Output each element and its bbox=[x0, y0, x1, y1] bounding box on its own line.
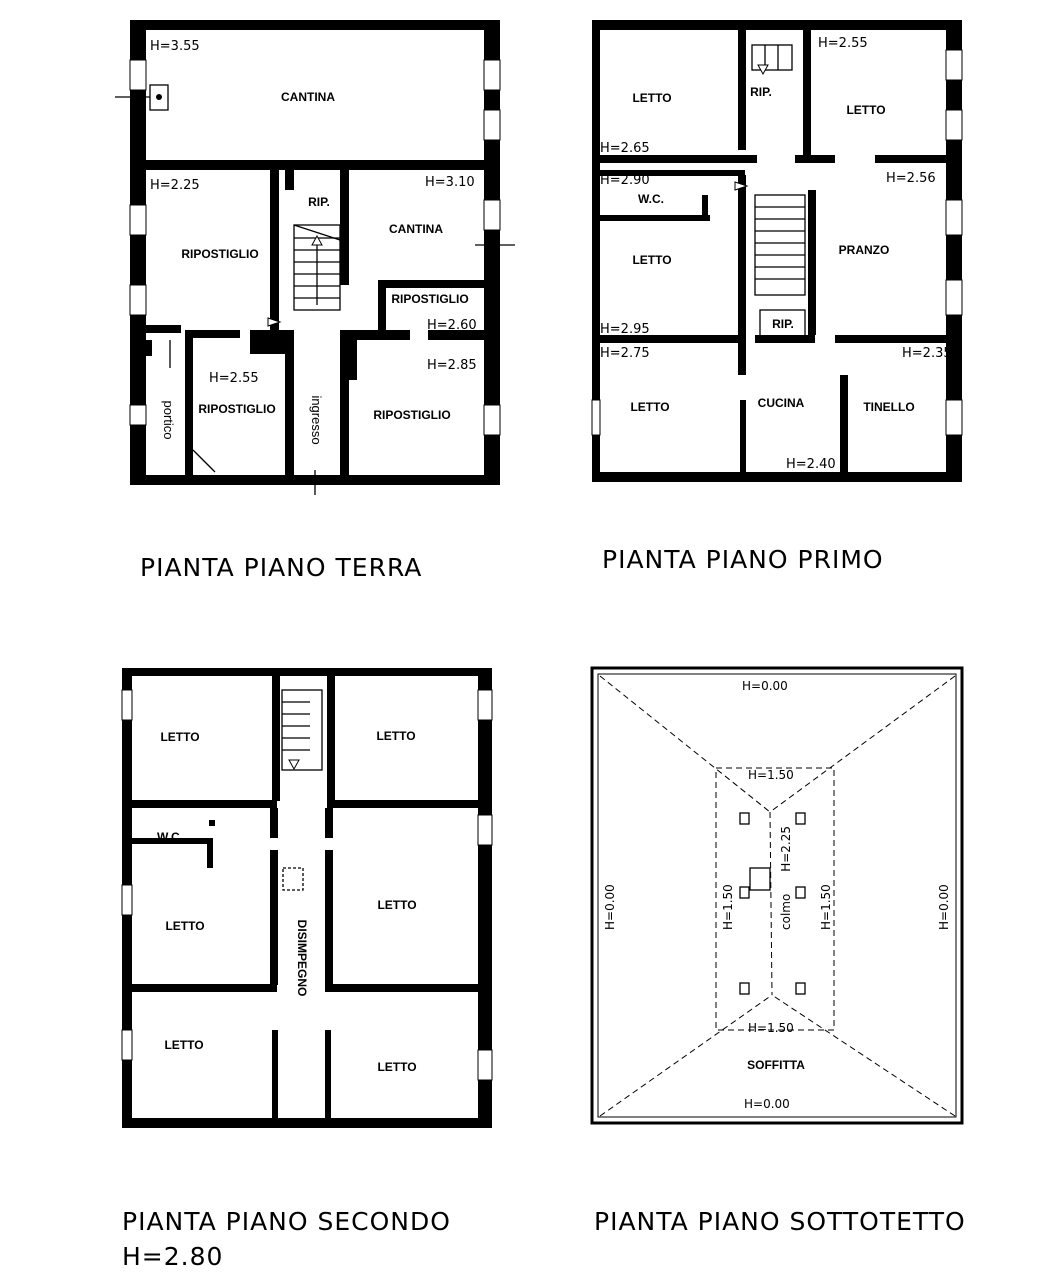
caption-second-floor-height: H=2.80 bbox=[122, 1242, 223, 1271]
first-height-label: H=2.55 bbox=[818, 36, 868, 51]
caption-first-floor: PIANTA PIANO PRIMO bbox=[602, 545, 884, 574]
attic-height-label: H=1.50 bbox=[748, 1021, 794, 1035]
attic-colmo-label: colmo bbox=[779, 894, 793, 930]
ground-height-label: H=3.55 bbox=[150, 39, 200, 54]
room-portico: portico bbox=[161, 400, 176, 439]
room-letto: LETTO bbox=[632, 253, 671, 267]
first-height-label: H=2.75 bbox=[600, 346, 650, 361]
first-height-label: H=2.35 bbox=[902, 346, 952, 361]
room-letto: LETTO bbox=[165, 919, 204, 933]
room-rip: RIP. bbox=[750, 85, 772, 99]
room-letto: LETTO bbox=[846, 103, 885, 117]
plan-first-floor: H=2.55 LETTO RIP. LETTO H=2.65 H=2.90 H=… bbox=[591, 20, 963, 574]
room-soffitta: SOFFITTA bbox=[747, 1058, 805, 1072]
room-ripostiglio: RIPOSTIGLIO bbox=[373, 408, 450, 422]
attic-height-label: H=2.25 bbox=[779, 826, 793, 872]
room-letto: LETTO bbox=[160, 730, 199, 744]
wall bbox=[130, 20, 146, 485]
first-height-label: H=2.65 bbox=[600, 141, 650, 156]
attic-height-label: H=1.50 bbox=[819, 884, 833, 930]
room-disimpegno: DISIMPEGNO bbox=[295, 920, 309, 997]
attic-height-label: H=0.00 bbox=[742, 679, 788, 693]
room-wc: W.C. bbox=[157, 830, 183, 844]
first-height-label: H=2.90 bbox=[600, 173, 650, 188]
room-cucina: CUCINA bbox=[758, 396, 805, 410]
first-height-label: H=2.95 bbox=[600, 322, 650, 337]
attic-height-label: H=0.00 bbox=[937, 884, 951, 930]
room-ingresso: ingresso bbox=[309, 395, 324, 444]
room-letto: LETTO bbox=[377, 1060, 416, 1074]
ground-height-label: H=3.10 bbox=[425, 175, 475, 190]
room-letto: LETTO bbox=[376, 729, 415, 743]
room-letto: LETTO bbox=[164, 1038, 203, 1052]
ground-height-label: H=2.25 bbox=[150, 178, 200, 193]
room-pranzo: PRANZO bbox=[839, 243, 890, 257]
plan-attic: H=0.00 H=1.50 H=2.25 colmo H=1.50 H=1.50… bbox=[590, 666, 966, 1236]
room-wc: W.C. bbox=[638, 192, 664, 206]
caption-second-floor: PIANTA PIANO SECONDO bbox=[122, 1207, 451, 1236]
caption-attic: PIANTA PIANO SOTTOTETTO bbox=[594, 1207, 966, 1236]
room-letto: LETTO bbox=[630, 400, 669, 414]
attic-height-label: H=1.50 bbox=[721, 884, 735, 930]
room-ripostiglio: RIPOSTIGLIO bbox=[391, 292, 468, 306]
first-height-label: H=2.56 bbox=[886, 171, 936, 186]
room-ripostiglio: RIPOSTIGLIO bbox=[198, 402, 275, 416]
attic-height-label: H=0.00 bbox=[603, 884, 617, 930]
first-height-label: H=2.40 bbox=[786, 457, 836, 472]
caption-ground-floor: PIANTA PIANO TERRA bbox=[140, 553, 422, 582]
ground-height-label: H=2.60 bbox=[427, 318, 477, 333]
room-rip: RIP. bbox=[772, 317, 794, 331]
ground-height-label: H=2.85 bbox=[427, 358, 477, 373]
attic-height-label: H=0.00 bbox=[744, 1097, 790, 1111]
wall bbox=[130, 20, 500, 30]
room-tinello: TINELLO bbox=[863, 400, 914, 414]
attic-height-label: H=1.50 bbox=[748, 768, 794, 782]
ground-height-label: H=2.55 bbox=[209, 371, 259, 386]
plan-ground-floor: H=3.55 CANTINA H=2.25 RIP. H=3.10 CANTIN… bbox=[115, 20, 515, 582]
room-cantina: CANTINA bbox=[281, 90, 335, 104]
room-letto: LETTO bbox=[632, 91, 671, 105]
room-rip: RIP. bbox=[308, 195, 330, 209]
room-cantina-right: CANTINA bbox=[389, 222, 443, 236]
room-ripostiglio: RIPOSTIGLIO bbox=[181, 247, 258, 261]
plan-second-floor: LETTO LETTO W.C. LETTO LETTO DISIMPEGNO … bbox=[121, 668, 493, 1271]
room-letto: LETTO bbox=[377, 898, 416, 912]
